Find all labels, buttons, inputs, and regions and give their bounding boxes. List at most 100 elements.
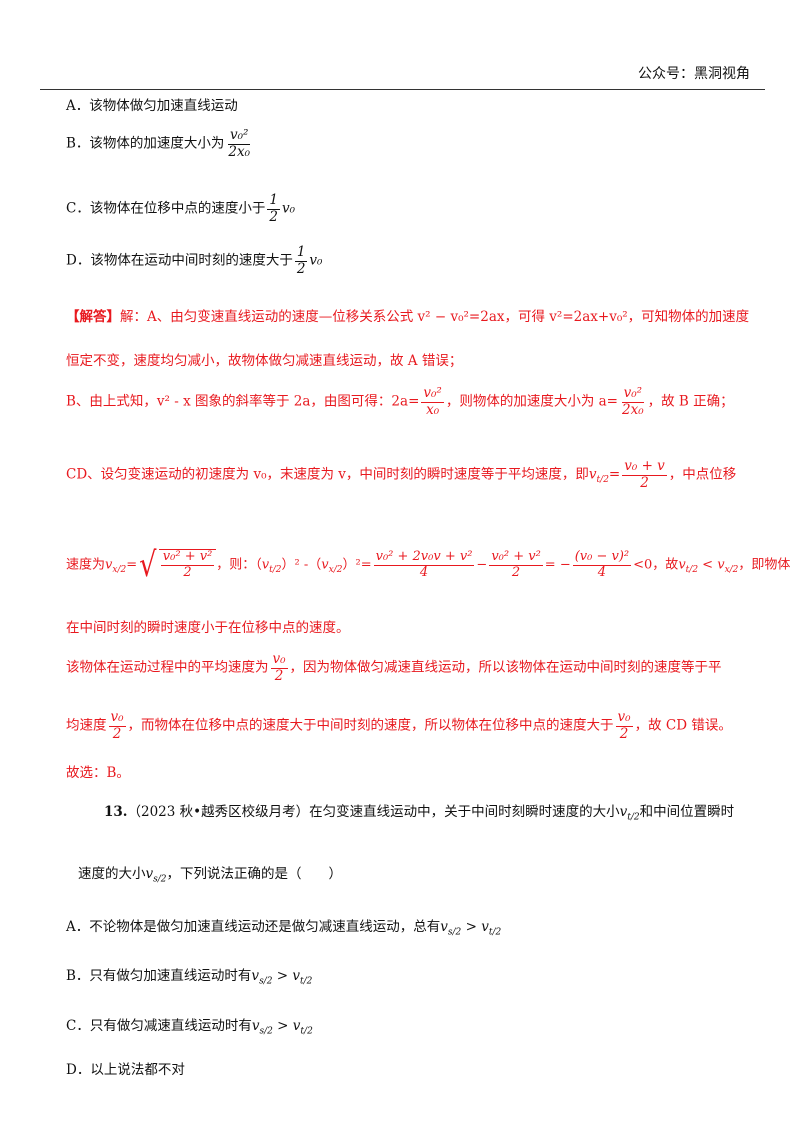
symbol: v bbox=[145, 866, 154, 882]
numerator: v₀ bbox=[270, 651, 288, 669]
denominator: 2 bbox=[296, 260, 306, 277]
symbol: v bbox=[105, 557, 113, 573]
text: ，中点位移 bbox=[668, 466, 737, 483]
numerator: v₀² + 2v₀v + v² bbox=[373, 548, 475, 566]
symbol: v bbox=[292, 968, 300, 984]
numerator: v₀² + v² bbox=[160, 549, 215, 566]
solution-text: 解：A、由匀变速直线运动的速度—位移关系公式 v² − v₀²=2ax，可得 v… bbox=[120, 309, 750, 325]
text: ，下列说法正确的是（ ） bbox=[166, 866, 343, 882]
radical-sign: √ bbox=[139, 545, 157, 585]
subscript: s/2 bbox=[447, 927, 462, 938]
text: ）²= bbox=[342, 557, 372, 573]
text: = bbox=[126, 557, 138, 573]
text: ，因为物体做匀减速直线运动，所以该物体在运动中间时刻的速度等于平 bbox=[289, 659, 722, 676]
symbol: v bbox=[440, 919, 448, 935]
denominator: 2 bbox=[640, 474, 649, 491]
denominator: x₀ bbox=[426, 401, 440, 418]
symbol: v bbox=[619, 804, 628, 820]
text: 速度为 bbox=[66, 557, 106, 573]
subscript: x/2 bbox=[724, 565, 739, 576]
q13-option-d: D．以上说法都不对 bbox=[66, 1062, 185, 1078]
text: 均速度 bbox=[66, 717, 107, 734]
numerator: v₀² bbox=[621, 385, 645, 403]
text: ，故 B 正确； bbox=[647, 393, 734, 410]
symbol: v bbox=[261, 557, 270, 573]
text: ，则：（ bbox=[216, 557, 262, 573]
solution-line-2: 恒定不变，速度均匀减小，故物体做匀减速直线运动，故 A 错误； bbox=[66, 353, 463, 369]
denominator: 2 bbox=[619, 725, 629, 742]
text: ，则物体的加速度大小为 a= bbox=[445, 393, 618, 410]
text: = bbox=[608, 466, 621, 483]
option-c-text: C．该物体在位移中点的速度小于 bbox=[66, 200, 266, 217]
subscript: t/2 bbox=[300, 976, 313, 987]
text: ，故 CD 错误。 bbox=[634, 717, 732, 734]
text: ）² -（ bbox=[281, 557, 322, 573]
text: C．只有做匀减速直线运动时有 bbox=[66, 1018, 252, 1034]
text: > bbox=[272, 968, 293, 984]
denominator: 2 bbox=[112, 725, 122, 742]
symbol: v bbox=[292, 1018, 301, 1034]
watermark: 公众号：黑洞视角 bbox=[638, 66, 750, 82]
denominator: 2x₀ bbox=[622, 401, 644, 418]
option-d-suffix: v₀ bbox=[309, 252, 323, 269]
denominator: 2x₀ bbox=[228, 143, 251, 160]
symbol: v bbox=[321, 557, 329, 573]
text: 该物体在运动过程中的平均速度为 bbox=[66, 659, 269, 676]
numerator: 1 bbox=[267, 192, 280, 210]
denominator: 2 bbox=[274, 667, 284, 684]
question-number: 13. bbox=[104, 804, 128, 820]
text: A．不论物体是做匀加速直线运动还是做匀减速直线运动，总有 bbox=[66, 919, 441, 935]
q13-option-b: B．只有做匀加速直线运动时有vs/2 > vt/2 bbox=[66, 964, 312, 987]
numerator: v₀ bbox=[615, 709, 633, 727]
q13-stem-line-2: 速度的大小vs/2，下列说法正确的是（ ） bbox=[78, 862, 342, 885]
numerator: v₀² bbox=[421, 385, 444, 403]
q13-option-c: C．只有做匀减速直线运动时有vs/2 > vt/2 bbox=[66, 1014, 313, 1037]
text: > bbox=[461, 919, 482, 935]
symbol: v bbox=[251, 1018, 260, 1034]
option-d-text: D．该物体在运动中间时刻的速度大于 bbox=[66, 252, 293, 269]
solution-line-9: 故选：B。 bbox=[66, 765, 130, 781]
solution-line-1: 【解答】解：A、由匀变速直线运动的速度—位移关系公式 v² − v₀²=2ax，… bbox=[66, 305, 749, 325]
option-a: A．该物体做匀加速直线运动 bbox=[66, 98, 238, 114]
subscript: t/2 bbox=[488, 927, 502, 938]
text: ，即物体 bbox=[738, 557, 791, 573]
numerator: v₀ + v bbox=[622, 458, 667, 476]
subscript: s/2 bbox=[153, 874, 167, 885]
subscript: s/2 bbox=[259, 976, 273, 987]
denominator: 4 bbox=[597, 564, 607, 580]
subscript: t/2 bbox=[596, 475, 609, 486]
q13-stem-line-1: 13.（2023 秋•越秀区校级月考）在匀变速直线运动中，关于中间时刻瞬时速度的… bbox=[104, 800, 734, 823]
text: B．只有做匀加速直线运动时有 bbox=[66, 968, 252, 984]
numerator: 1 bbox=[294, 244, 308, 262]
subscript: s/2 bbox=[259, 1026, 273, 1037]
symbol: v bbox=[588, 466, 597, 483]
text: CD、设匀变速运动的初速度为 v₀，末速度为 v，中间时刻的瞬时速度等于平均速度… bbox=[66, 466, 589, 483]
solution-line-6: 在中间时刻的瞬时速度小于在位移中点的速度。 bbox=[66, 620, 350, 636]
text: （2023 秋•越秀区校级月考）在匀变速直线运动中，关于中间时刻瞬时速度的大小 bbox=[127, 804, 620, 820]
text: 和中间位置瞬时 bbox=[639, 804, 735, 820]
subscript: x/2 bbox=[328, 565, 343, 576]
denominator: 2 bbox=[269, 208, 278, 225]
option-b-text: B．该物体的加速度大小为 bbox=[66, 135, 225, 152]
subscript: x/2 bbox=[112, 565, 127, 576]
symbol: v bbox=[251, 968, 260, 984]
text: 速度的大小 bbox=[78, 866, 146, 882]
text: < bbox=[698, 557, 718, 573]
denominator: 2 bbox=[511, 564, 521, 580]
header-rule bbox=[40, 89, 765, 90]
